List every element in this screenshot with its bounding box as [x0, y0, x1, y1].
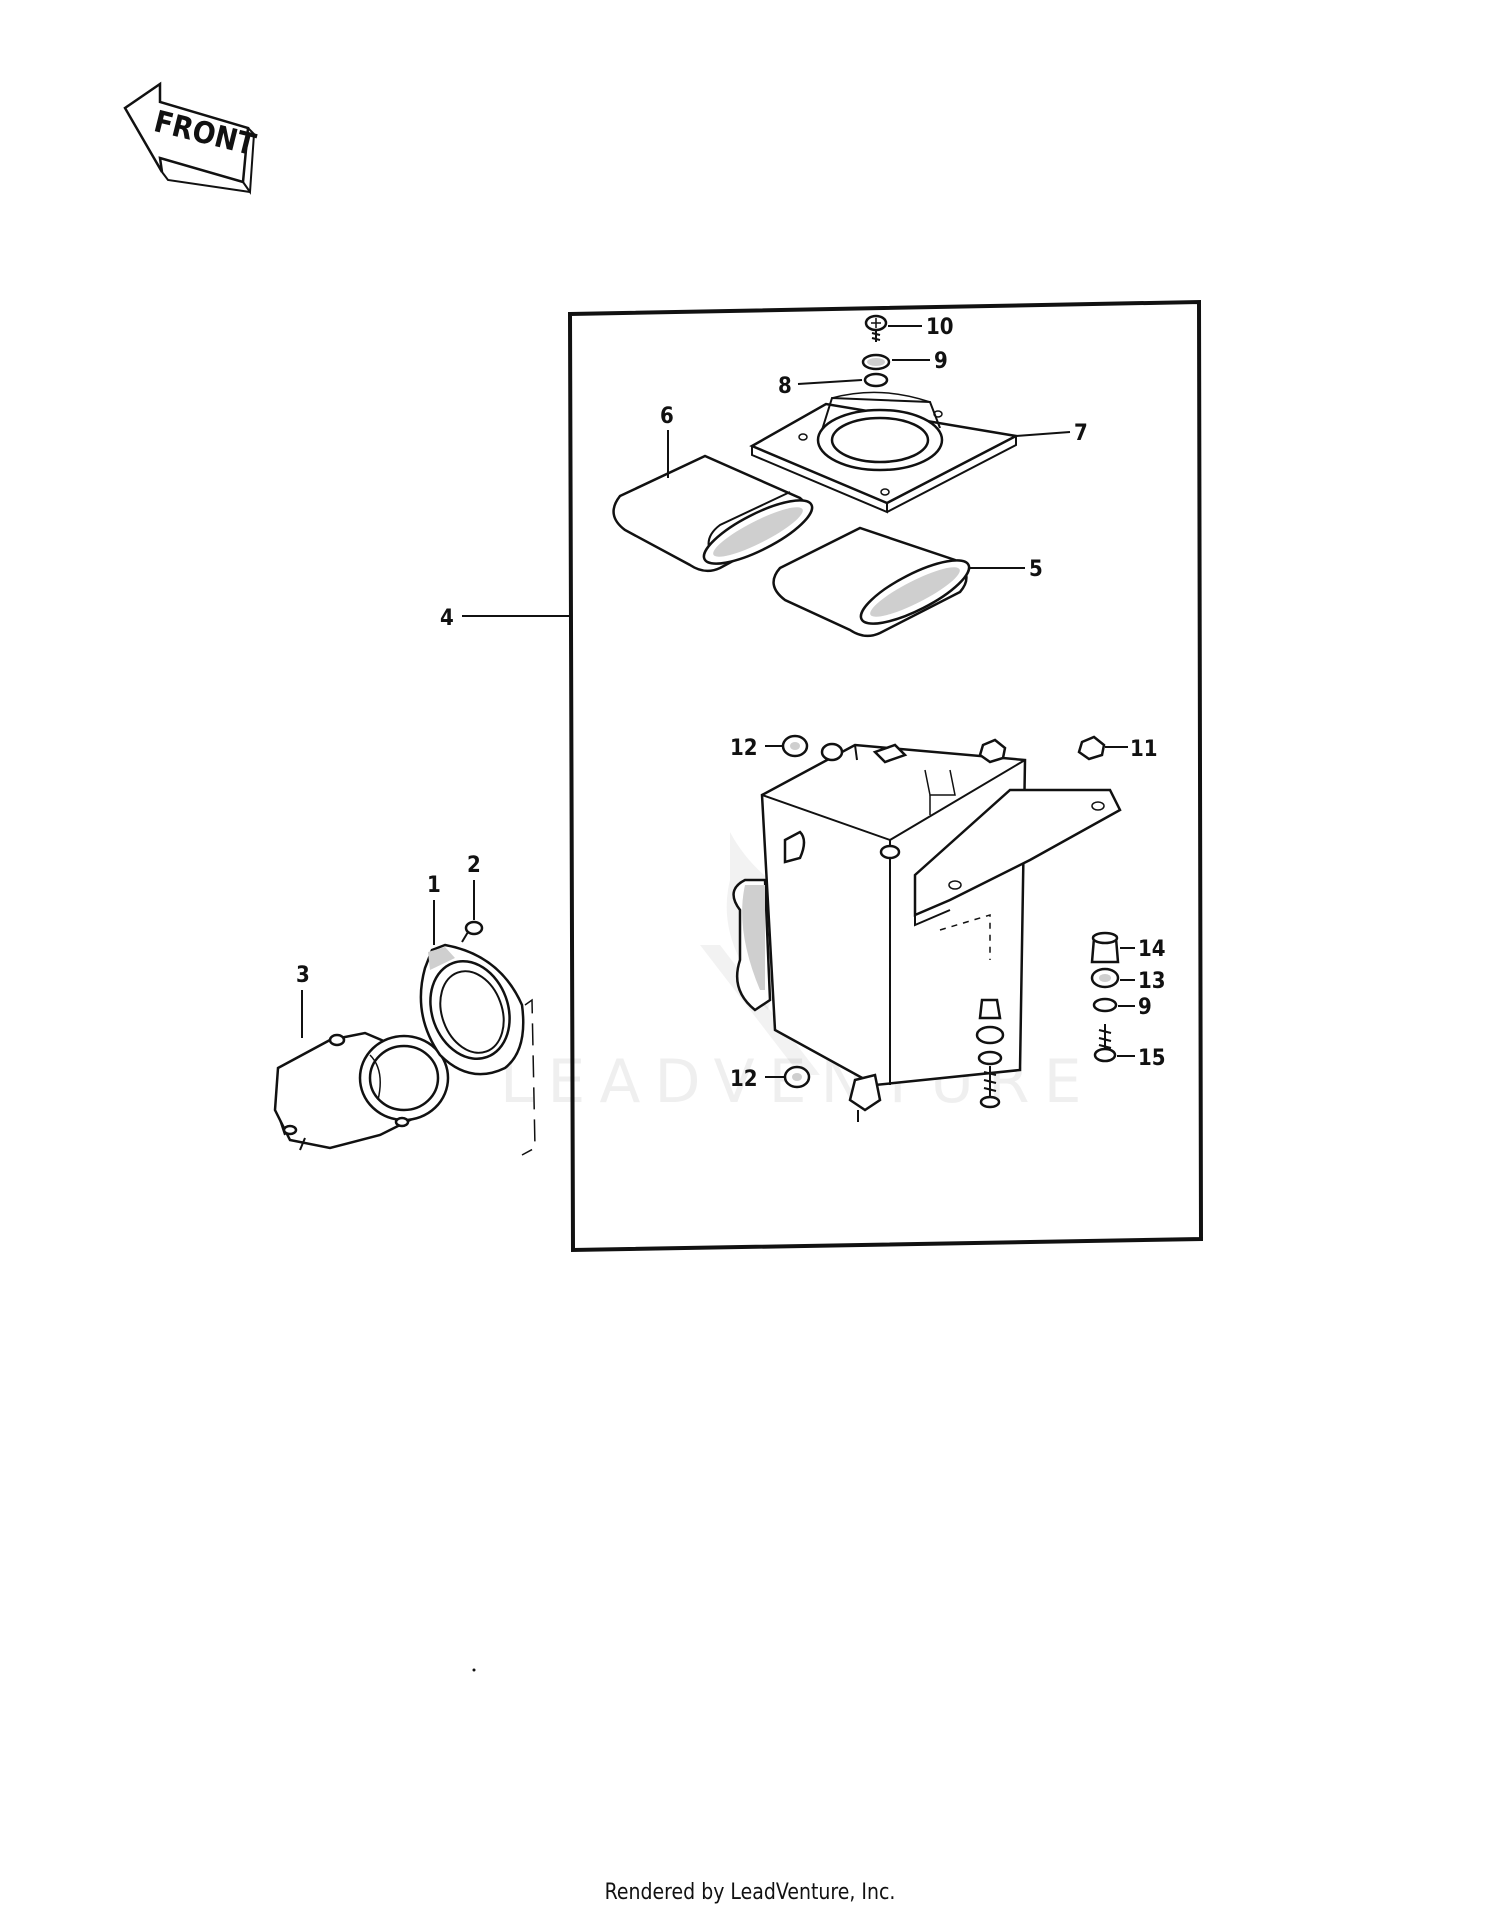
callout-5: 5	[1029, 557, 1043, 582]
nut-11	[1077, 735, 1128, 761]
callout-11: 11	[1130, 737, 1158, 762]
callout-15: 15	[1138, 1046, 1166, 1071]
grommet-12-bottom	[765, 1065, 811, 1089]
callout-9-right: 9	[1138, 995, 1152, 1020]
callout-4: 4	[440, 606, 454, 631]
clamp-1	[419, 900, 536, 1156]
washer-9-top	[861, 353, 930, 371]
washer-9-right	[1092, 997, 1135, 1013]
callout-2: 2	[467, 853, 481, 878]
screw-10	[864, 314, 922, 342]
callout-1: 1	[427, 873, 441, 898]
callout-3: 3	[296, 963, 310, 988]
filter-element-5	[772, 526, 1025, 638]
callout-6: 6	[660, 404, 674, 429]
filter-element-6	[612, 430, 814, 573]
callout-7: 7	[1074, 421, 1088, 446]
callout-14: 14	[1138, 937, 1166, 962]
washer-8	[797, 372, 889, 388]
front-arrow-icon: FRONT	[123, 81, 260, 195]
callout-8: 8	[778, 374, 792, 399]
air-cleaner-case	[732, 738, 1122, 1122]
callout-12-bottom: 12	[730, 1067, 758, 1092]
mount-stack	[975, 998, 1005, 1109]
footer-credit: Rendered by LeadVenture, Inc.	[604, 1880, 896, 1905]
screw-2	[461, 880, 484, 943]
callout-labels: 10 9 8 7 6 5 4 12 11 14 13 9 15 12 2 1 3	[296, 315, 1166, 1092]
stray-dot	[472, 1668, 476, 1672]
filter-cover-plate-7	[749, 391, 1071, 514]
callout-9-top: 9	[934, 349, 948, 374]
callout-10: 10	[926, 315, 954, 340]
damper-13	[1090, 967, 1135, 989]
callout-12-top: 12	[730, 736, 758, 761]
collar-14	[1090, 931, 1135, 964]
assembly-frame	[462, 299, 1204, 1253]
grommet-12-top	[765, 734, 809, 758]
callout-13: 13	[1138, 969, 1166, 994]
bolt-15	[1093, 1024, 1135, 1063]
inlet-duct-3	[273, 990, 450, 1151]
